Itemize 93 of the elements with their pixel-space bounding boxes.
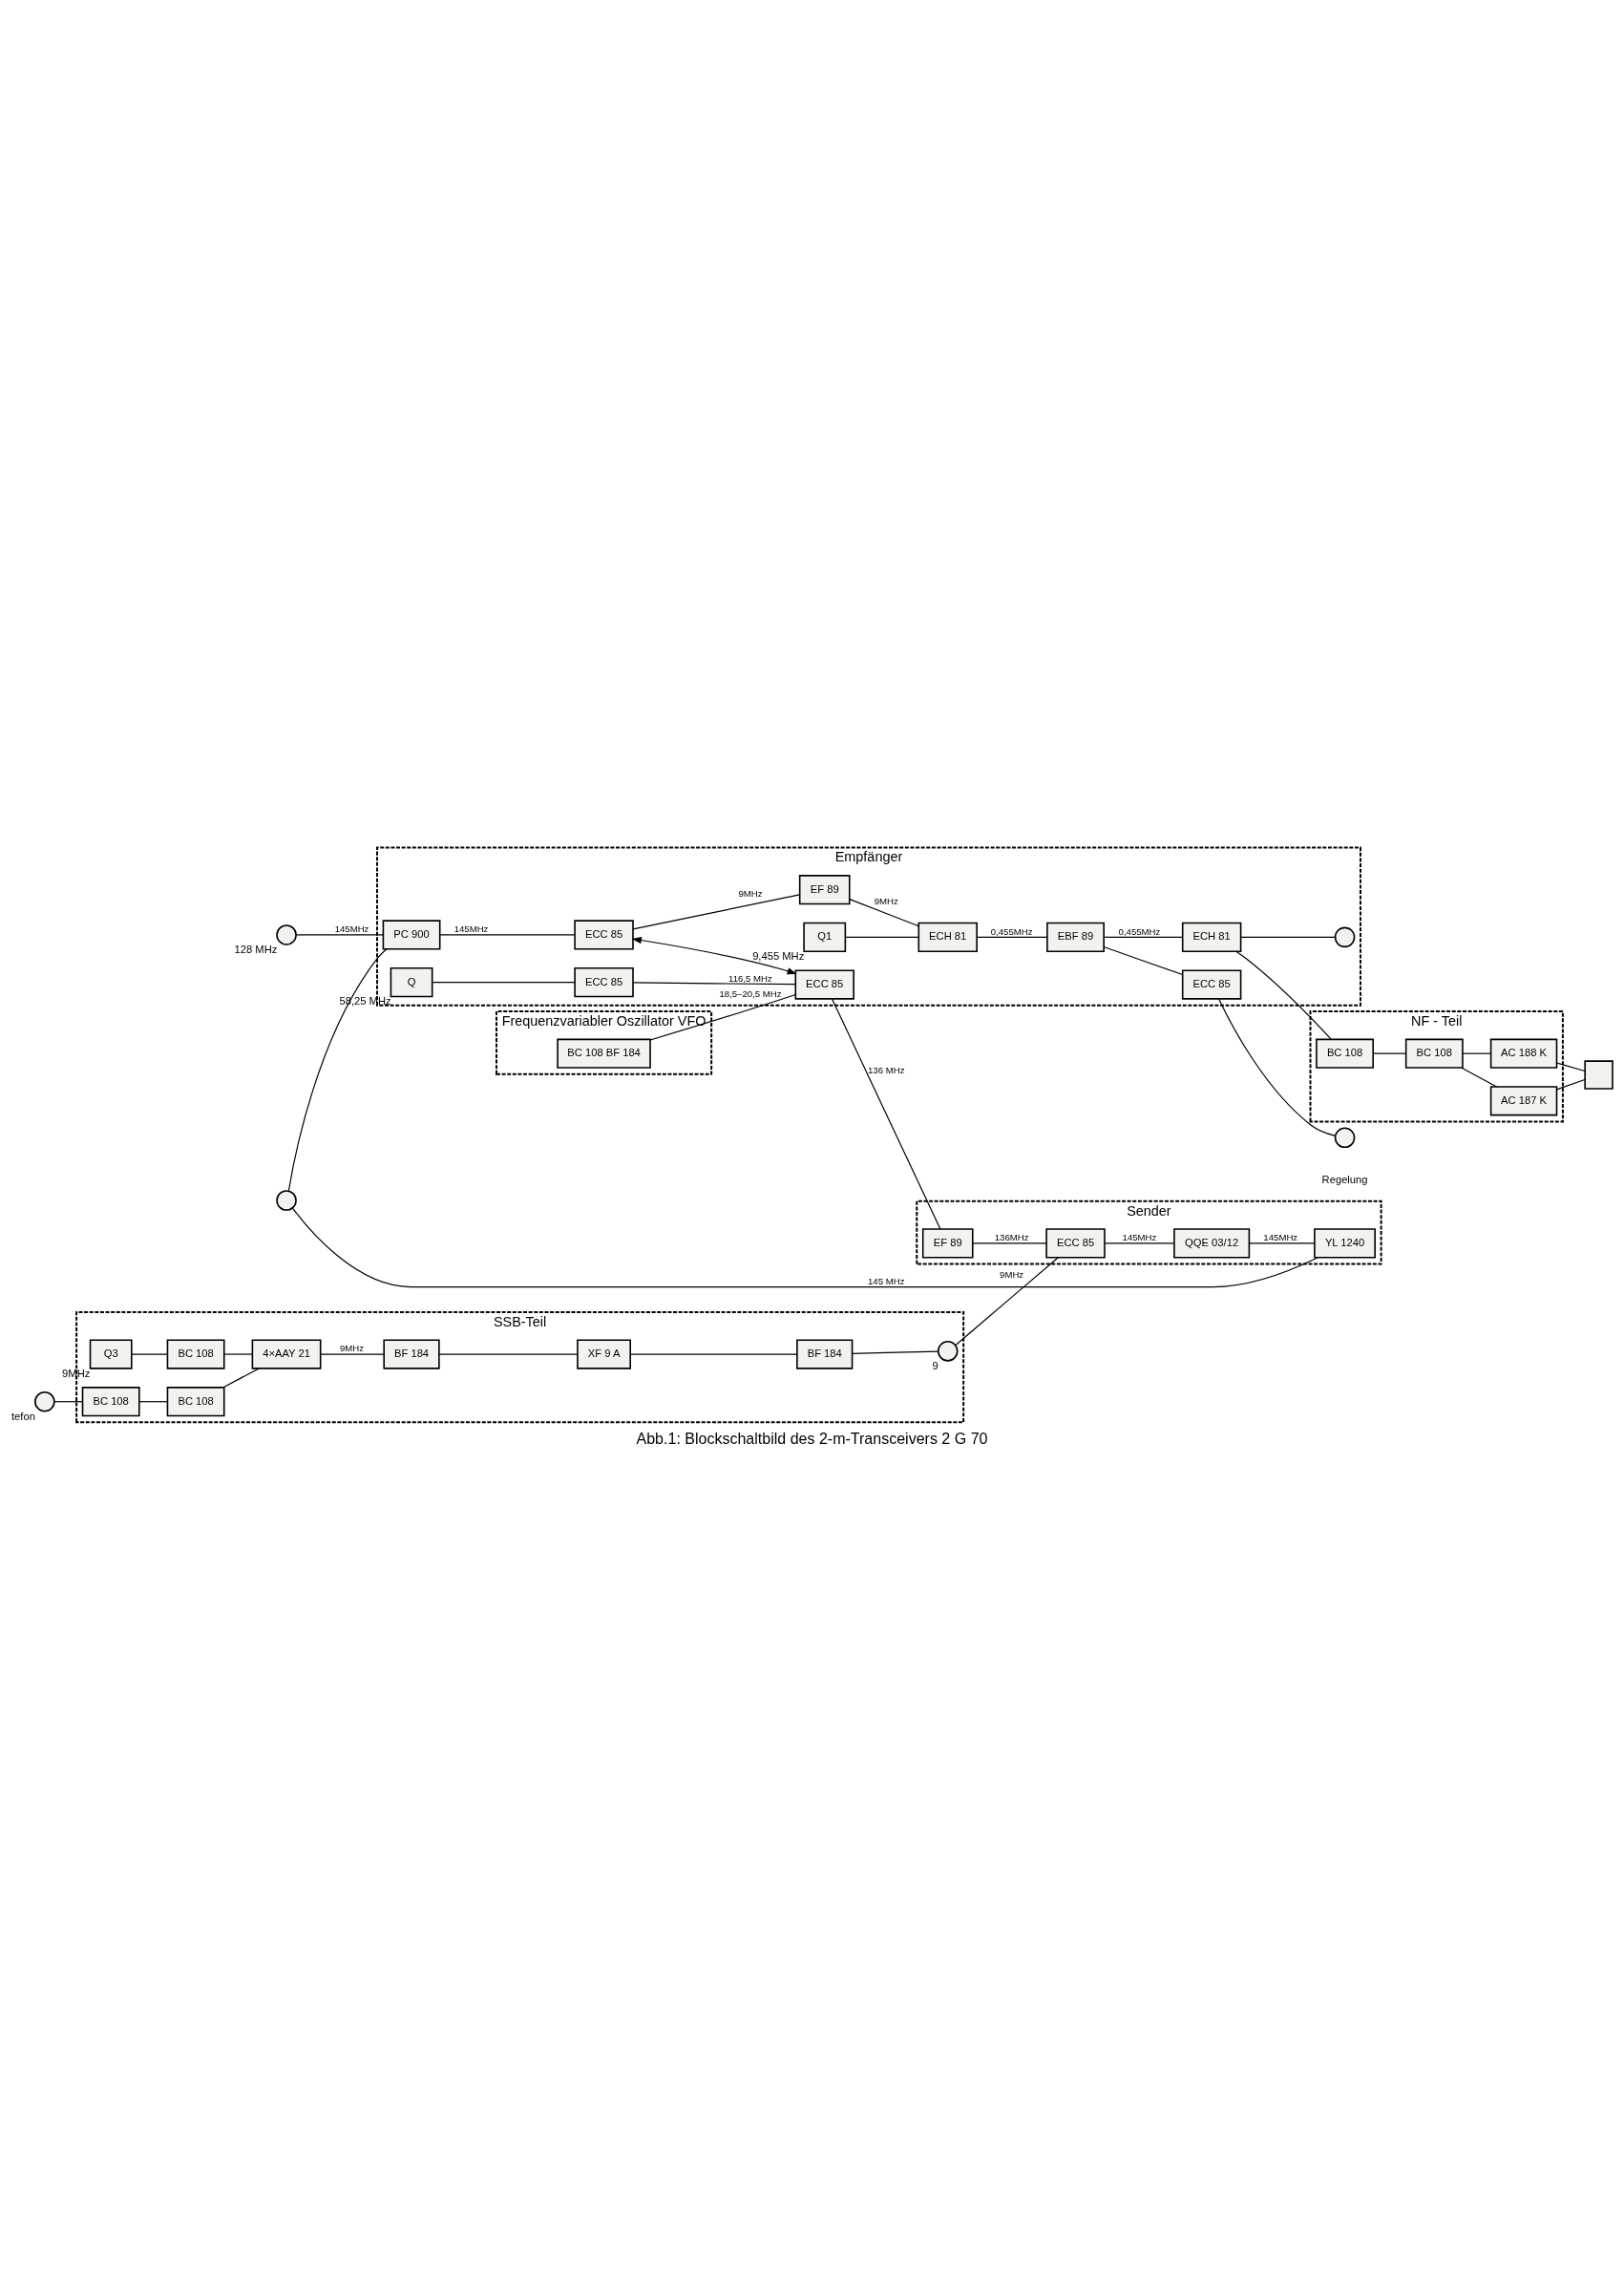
connector xyxy=(1462,1052,1491,1054)
connector xyxy=(1103,936,1184,938)
connector xyxy=(131,1352,168,1355)
node-box xyxy=(1584,1059,1613,1090)
edge-label: 0,455MHz xyxy=(990,925,1033,937)
node-box: 4×AAY 21 xyxy=(251,1338,322,1369)
edge-label: 9MHz xyxy=(1000,1268,1024,1280)
node-label: 9,455 MHz xyxy=(752,949,805,962)
node-circle xyxy=(276,923,297,945)
node-box: QQE 03/12 xyxy=(1173,1227,1251,1258)
node-box: Q xyxy=(390,966,433,997)
caption: Abb.1: Blockschaltbild des 2-m-Transceivers 2 G 70 xyxy=(636,1429,988,1447)
node-box: ECC 85 xyxy=(1181,968,1242,1000)
node-circle xyxy=(937,1340,959,1362)
connector xyxy=(1372,1052,1406,1054)
connector xyxy=(287,947,388,1192)
connector xyxy=(138,1400,168,1402)
node-box: BC 108 xyxy=(1404,1038,1464,1069)
node-label: 9MHz xyxy=(62,1367,91,1379)
connector xyxy=(1249,1242,1316,1243)
edge-label: 136MHz xyxy=(994,1231,1029,1242)
connector xyxy=(831,997,941,1230)
node-box: YL 1240 xyxy=(1314,1227,1376,1258)
edge-label: 145MHz xyxy=(1122,1231,1157,1242)
connector xyxy=(291,1206,1318,1287)
node-box: ECC 85 xyxy=(574,966,634,997)
connector xyxy=(320,1352,385,1355)
connector xyxy=(438,1352,579,1355)
connector xyxy=(222,1367,260,1388)
connector xyxy=(53,1400,83,1402)
label: Regelung xyxy=(1321,1173,1368,1185)
node-box: ECH 81 xyxy=(1181,922,1242,952)
node-box: BC 108 BF 184 xyxy=(557,1038,651,1069)
node-box: EF 89 xyxy=(921,1227,974,1258)
connector xyxy=(1218,997,1337,1136)
connector xyxy=(852,1349,939,1354)
edge-label: 145MHz xyxy=(1263,1231,1298,1242)
connector xyxy=(1556,1078,1586,1090)
node-box: ECC 85 xyxy=(1045,1227,1106,1258)
connector xyxy=(223,1352,253,1355)
connector xyxy=(439,933,576,936)
connector xyxy=(955,1256,1059,1346)
node-circle xyxy=(34,1390,55,1412)
node-box: AC 188 K xyxy=(1489,1038,1558,1069)
connector xyxy=(972,1242,1047,1243)
edge-label: 9MHz xyxy=(738,887,763,899)
edge-label: 145MHz xyxy=(334,923,369,934)
node-box: ECC 85 xyxy=(794,968,854,1000)
connector xyxy=(295,933,384,936)
node-label: 128 MHz xyxy=(234,943,278,955)
connector xyxy=(1103,945,1184,975)
connector xyxy=(849,898,919,926)
connector xyxy=(629,1352,798,1355)
node-box: BC 108 xyxy=(166,1386,225,1416)
connector xyxy=(632,893,801,929)
node-box: XF 9 A xyxy=(577,1338,631,1369)
node-box: ECH 81 xyxy=(917,922,978,952)
edge-label: 9MHz xyxy=(874,895,898,906)
connector xyxy=(844,936,919,938)
node-circle xyxy=(1334,926,1356,947)
connector xyxy=(1461,1066,1498,1088)
node-box: BC 108 xyxy=(81,1386,140,1416)
edge-label: 0,455MHz xyxy=(1118,925,1161,937)
edge-label: 145 MHz xyxy=(867,1275,905,1286)
node-box: BC 108 xyxy=(1316,1038,1374,1069)
node-box: BF 184 xyxy=(383,1338,440,1369)
connector xyxy=(1556,1061,1586,1072)
edge-label: 9MHz xyxy=(340,1342,365,1353)
edge-label: 18,5–20,5 MHz xyxy=(719,987,782,999)
node-circle xyxy=(276,1189,297,1211)
node-circle xyxy=(1334,1126,1356,1148)
node-box: EF 89 xyxy=(798,874,851,904)
edge-label: 116,5 MHz xyxy=(728,972,772,984)
connector xyxy=(1240,936,1337,938)
node-box: EBF 89 xyxy=(1046,922,1105,952)
node-label: tefon xyxy=(11,1410,35,1422)
node-box: AC 187 K xyxy=(1489,1085,1558,1115)
connector xyxy=(1235,950,1332,1040)
node-box: Q1 xyxy=(803,922,847,952)
connector xyxy=(976,936,1048,938)
node-box: BF 184 xyxy=(796,1338,854,1369)
edge-label: 145MHz xyxy=(453,923,489,934)
connector xyxy=(1104,1242,1175,1243)
node-box: BC 108 xyxy=(166,1338,225,1369)
node-label: 9 xyxy=(932,1359,939,1371)
edge-label: 136 MHz xyxy=(867,1064,905,1075)
node-box: Q3 xyxy=(89,1338,133,1369)
node-box: ECC 85 xyxy=(574,919,634,950)
node-box: PC 900 xyxy=(382,919,441,950)
connector xyxy=(632,981,796,985)
connector xyxy=(649,993,796,1041)
arrow xyxy=(631,936,797,974)
connector xyxy=(432,981,576,983)
